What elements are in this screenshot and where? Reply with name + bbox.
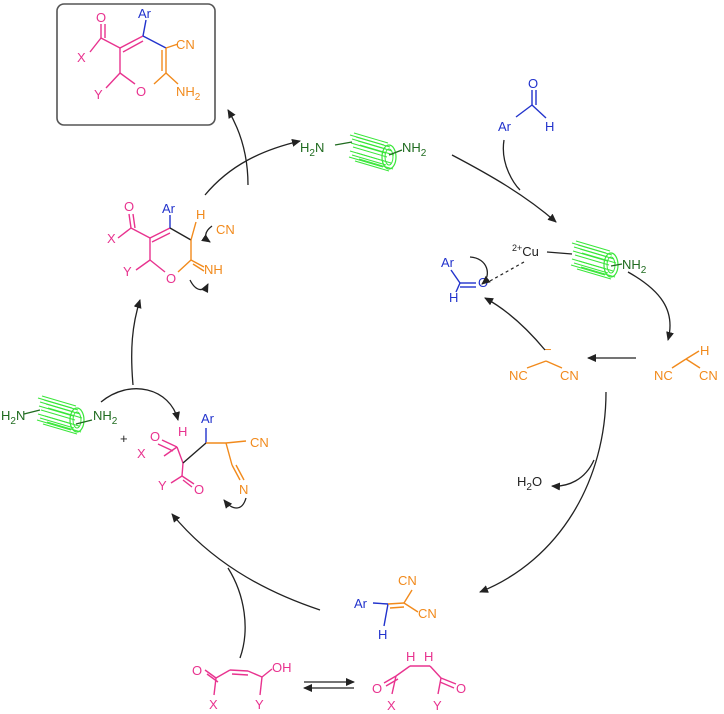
michael-o1-label: O	[150, 429, 160, 444]
water-label: H2O	[517, 474, 542, 493]
enol-y-label: Y	[255, 697, 264, 712]
catalyst-top-nh2-label: NH2	[402, 140, 427, 159]
catalyst-left-nh2-label: NH2	[93, 408, 118, 427]
knoevenagel-cn2-label: CN	[418, 606, 437, 621]
knoevenagel-cn1-label: CN	[398, 573, 417, 588]
imine-ar-label: Ar	[162, 201, 176, 216]
michael-h-label: H	[178, 424, 187, 439]
enol-oh-label: OH	[272, 660, 292, 675]
product-x-label: X	[77, 50, 86, 65]
imine-cn-label: CN	[216, 222, 235, 237]
aldehyde-h-label: H	[545, 119, 554, 134]
carbanion-minus-label: −	[544, 342, 552, 357]
carbanion-nc-label: NC	[509, 368, 528, 383]
imine-x-label: X	[107, 231, 116, 246]
product-o-label: O	[96, 10, 106, 25]
michael-o2-label: O	[194, 482, 204, 497]
imine-ring-o-label: O	[166, 271, 176, 286]
cu-complex-nh2-label: NH2	[622, 257, 647, 276]
catalyst-left-h2n-label: H2N	[1, 408, 25, 427]
aldehyde-ar-label: Ar	[498, 119, 512, 134]
imine-o-label: O	[124, 199, 134, 214]
catalyst-top-h2n-label: H2N	[300, 140, 324, 159]
imine-nh-label: NH	[204, 262, 223, 277]
michael-cn-label: CN	[250, 435, 269, 450]
cu-complex-cu-label: 2+Cu	[512, 243, 539, 259]
aldehyde-o-label: O	[528, 76, 538, 91]
diketone-y-label: Y	[433, 698, 442, 713]
malononitrile-cn-label: CN	[699, 368, 718, 383]
nanotube-catalyst-icon	[348, 132, 397, 172]
product-nh2-label: NH2	[176, 84, 201, 103]
enol-o-label: O	[192, 663, 202, 678]
diketone-h1-label: H	[406, 649, 415, 664]
imine-h-label: H	[196, 207, 205, 222]
knoevenagel-h-label: H	[378, 627, 387, 642]
product-y-label: Y	[94, 87, 103, 102]
product-pyran-box	[56, 3, 216, 126]
michael-n-label: N	[239, 482, 248, 497]
malononitrile-h-label: H	[700, 343, 709, 358]
carbanion-cn-label: CN	[560, 368, 579, 383]
cu-complex-h-label: H	[449, 290, 458, 305]
diketone-h2-label: H	[424, 649, 433, 664]
product-ring-o-label: O	[136, 84, 146, 99]
product-cn-label: CN	[176, 37, 195, 52]
knoevenagel-ar-label: Ar	[354, 596, 368, 611]
michael-ar-label: Ar	[201, 411, 215, 426]
diketone-o2-label: O	[456, 681, 466, 696]
cu-complex-ar-label: Ar	[441, 255, 455, 270]
malononitrile-nc-label: NC	[654, 368, 673, 383]
michael-x-label: X	[137, 446, 146, 461]
enol-x-label: X	[209, 697, 218, 712]
nanotube-catalyst-icon	[570, 240, 619, 280]
plus-sign: +	[120, 431, 128, 446]
diketone-x-label: X	[387, 698, 396, 713]
michael-y-label: Y	[158, 478, 167, 493]
product-ar-label: Ar	[138, 6, 152, 21]
diketone-o1-label: O	[372, 681, 382, 696]
nanotube-catalyst-icon	[36, 395, 85, 435]
imine-y-label: Y	[123, 264, 132, 279]
cycle-arrow-1	[451, 154, 557, 223]
